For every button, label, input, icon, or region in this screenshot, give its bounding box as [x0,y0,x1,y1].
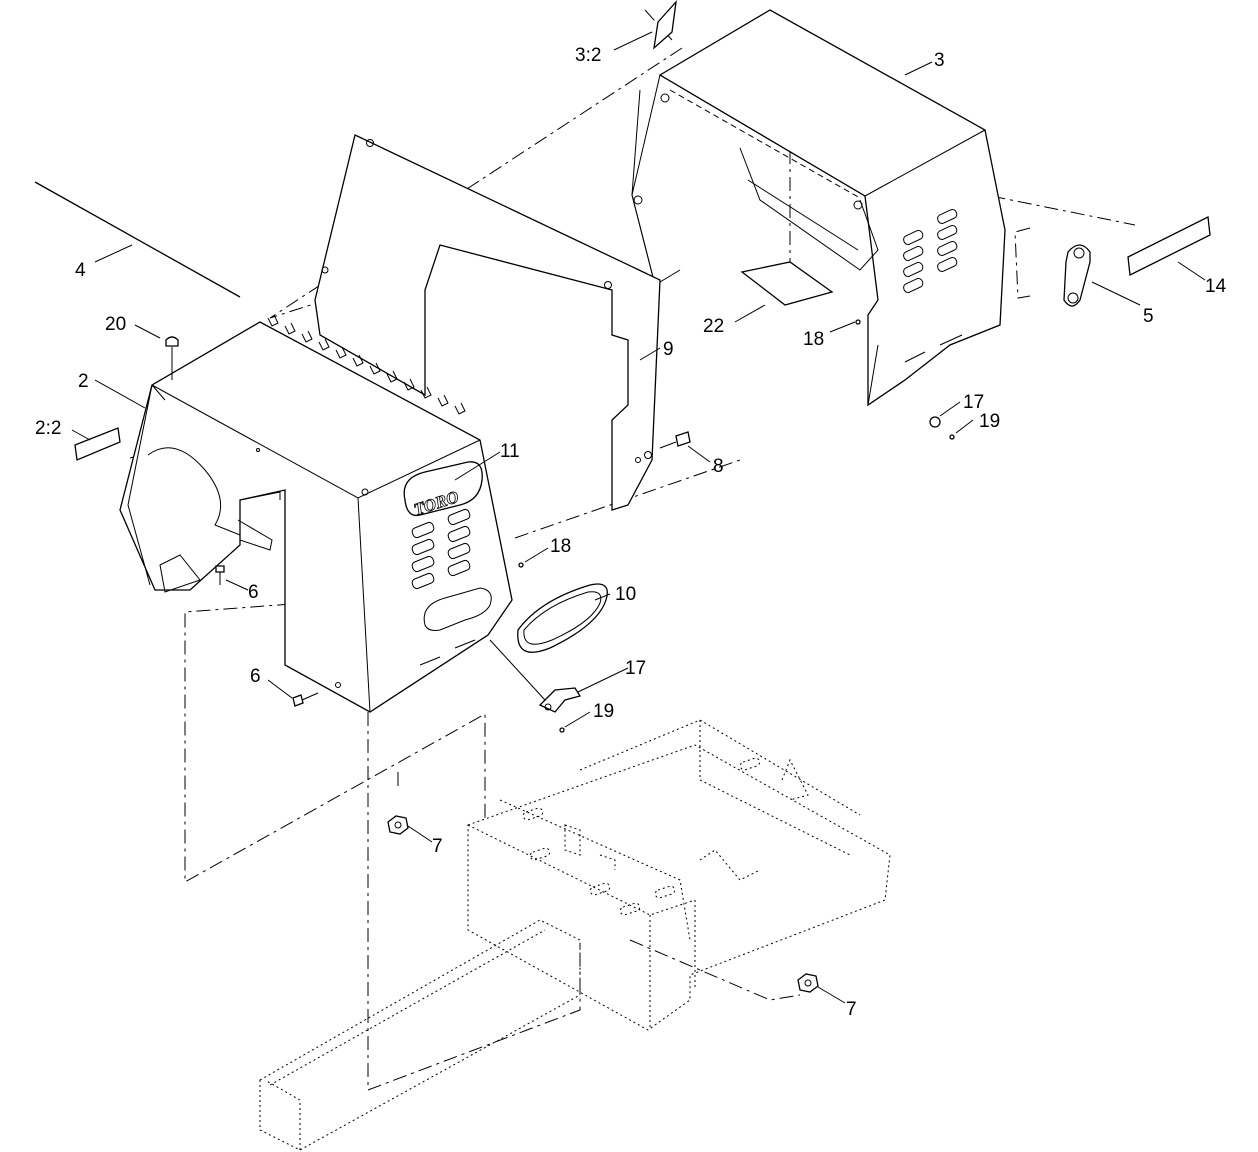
callout-17-rear: 17 [963,392,984,413]
part-3-rear-shroud [631,9,1006,407]
callout-6-lower: 6 [250,666,261,687]
callout-5: 5 [1143,306,1154,327]
callout-19-rear: 19 [979,411,1000,432]
callout-2-2: 2:2 [35,418,61,439]
callout-8: 8 [713,456,724,477]
callout-19-front: 19 [593,701,614,722]
part-2-2-decal [74,427,121,461]
callout-11: 11 [500,441,520,462]
chassis-frame [259,719,891,1151]
part-4-rod [34,181,241,298]
callout-10: 10 [615,584,636,605]
part-19-rear-washer [949,434,955,440]
callout-6-upper: 6 [248,582,259,603]
callout-18-front: 18 [550,536,571,557]
part-3-2-decal [653,0,677,50]
callout-14: 14 [1205,276,1227,297]
callout-3: 3 [934,50,945,71]
part-14-decal [1127,216,1211,276]
part-10-grommet [517,583,608,653]
leader-lines [71,31,1206,1004]
part-2-front-shroud: TORO [119,314,513,713]
part-22-decal [740,261,834,306]
part-18-front-pin [518,562,524,568]
part-8-bolt [659,431,691,449]
callout-18-rear: 18 [803,329,824,350]
callout-4: 4 [75,260,86,281]
callout-7-left: 7 [432,836,443,857]
callout-9: 9 [663,339,674,360]
callout-20: 20 [105,314,126,335]
callout-17-front: 17 [625,658,646,679]
part-20-knob [165,336,179,380]
part-6-bolt-lower [292,692,319,707]
part-17-front-latch [489,639,582,713]
part-9-heat-shield [314,134,661,511]
part-6-bolt-upper [215,565,225,585]
part-5-bracket [1063,244,1091,307]
part-7-nut-left [387,815,409,835]
part-17-rear-nut [929,416,941,428]
part-19-front-washer [559,727,565,733]
callout-3-2: 3:2 [575,45,601,66]
callout-22: 22 [703,316,724,337]
callout-2: 2 [78,371,89,392]
assembly-centerlines [129,9,1136,1091]
part-7-nut-right [797,973,819,993]
part-18-rear-pin [855,319,861,325]
callout-7-right: 7 [846,999,857,1020]
